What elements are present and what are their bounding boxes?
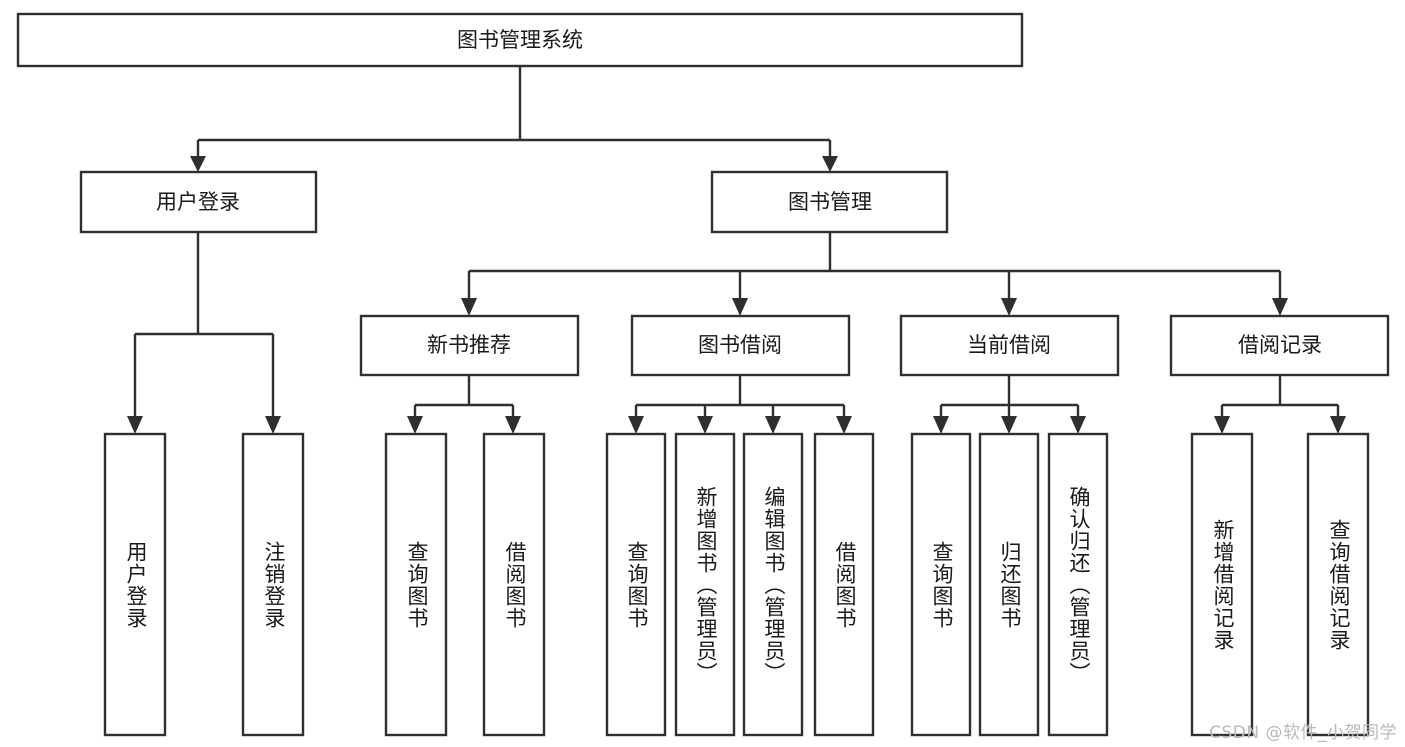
arrow-books-child-3 xyxy=(1001,298,1017,316)
leaf-borrow-3-box[interactable] xyxy=(742,432,804,737)
arrow-root-to-books xyxy=(822,156,838,172)
leaf-borrow-4-label: 借阅图书 xyxy=(833,541,857,629)
leaf-new-book-1-label: 查询图书 xyxy=(405,541,429,629)
node-new-book-recommend-box[interactable] xyxy=(359,314,580,377)
node-book-management-label: 图书管理 xyxy=(788,190,872,214)
node-book-management-box[interactable] xyxy=(710,170,949,234)
arrow-books-child-4 xyxy=(1272,298,1288,316)
node-new-book-recommend[interactable]: 新书推荐 xyxy=(359,314,580,377)
leaf-user-login-2-box[interactable] xyxy=(241,432,305,737)
node-book-borrow-box[interactable] xyxy=(630,314,851,377)
arrow-record-leaf-2 xyxy=(1330,416,1346,434)
leaf-new-book-2[interactable]: 借阅图书 xyxy=(482,432,546,737)
leaf-record-2-label: 查询借阅记录 xyxy=(1327,519,1351,651)
arrow-books-child-2 xyxy=(732,298,748,316)
leaf-borrow-4[interactable]: 借阅图书 xyxy=(813,432,875,737)
arrow-books-child-1 xyxy=(461,298,477,316)
node-root-label: 图书管理系统 xyxy=(457,28,583,52)
arrow-current-leaf-2 xyxy=(1001,416,1017,434)
arrow-newbook-leaf-1 xyxy=(407,416,423,434)
csdn-watermark: CSDN @软件_小贺同学 xyxy=(1209,723,1397,743)
arrow-login-leaf-1 xyxy=(127,416,143,434)
leaf-current-3[interactable]: 确认归还（管理员） xyxy=(1047,432,1109,737)
arrow-login-leaf-2 xyxy=(265,416,281,434)
node-book-borrow[interactable]: 图书借阅 xyxy=(630,314,851,377)
leaf-record-2-box[interactable] xyxy=(1306,432,1370,737)
leaf-user-login-1-label: 用户登录 xyxy=(124,541,148,629)
leaf-user-login-1[interactable]: 用户登录 xyxy=(103,432,167,737)
leaf-borrow-1-box[interactable] xyxy=(605,432,667,737)
leaf-borrow-2-label: 新增图书（管理员） xyxy=(694,486,718,684)
leaf-record-2[interactable]: 查询借阅记录 xyxy=(1306,432,1370,737)
node-borrow-record[interactable]: 借阅记录 xyxy=(1169,314,1390,377)
leaf-user-login-1-box[interactable] xyxy=(103,432,167,737)
node-current-borrow[interactable]: 当前借阅 xyxy=(899,314,1120,377)
leaf-new-book-1-box[interactable] xyxy=(384,432,448,737)
leaf-user-login-2-label: 注销登录 xyxy=(262,541,286,629)
leaf-borrow-4-box[interactable] xyxy=(813,432,875,737)
node-user-login[interactable]: 用户登录 xyxy=(79,170,318,234)
node-current-borrow-box[interactable] xyxy=(899,314,1120,377)
leaf-current-1[interactable]: 查询图书 xyxy=(910,432,972,737)
leaf-current-2[interactable]: 归还图书 xyxy=(978,432,1040,737)
node-book-management[interactable]: 图书管理 xyxy=(710,170,949,234)
leaf-current-2-label: 归还图书 xyxy=(998,541,1022,629)
node-user-login-box[interactable] xyxy=(79,170,318,234)
node-borrow-record-label: 借阅记录 xyxy=(1238,333,1322,357)
leaf-current-1-box[interactable] xyxy=(910,432,972,737)
leaf-user-login-2[interactable]: 注销登录 xyxy=(241,432,305,737)
leaf-borrow-1-label: 查询图书 xyxy=(625,541,649,629)
leaf-borrow-3-label: 编辑图书（管理员） xyxy=(762,486,786,684)
node-borrow-record-box[interactable] xyxy=(1169,314,1390,377)
node-root[interactable]: 图书管理系统 xyxy=(16,12,1024,68)
arrow-newbook-leaf-2 xyxy=(505,416,521,434)
leaf-current-1-label: 查询图书 xyxy=(930,541,954,629)
arrow-record-leaf-1 xyxy=(1214,416,1230,434)
leaf-borrow-3[interactable]: 编辑图书（管理员） xyxy=(742,432,804,737)
leaf-current-2-box[interactable] xyxy=(978,432,1040,737)
leaf-record-1-box[interactable] xyxy=(1190,432,1254,737)
node-root-box[interactable] xyxy=(16,12,1024,68)
leaf-record-1[interactable]: 新增借阅记录 xyxy=(1190,432,1254,737)
node-new-book-recommend-label: 新书推荐 xyxy=(427,333,511,357)
leaf-current-3-box[interactable] xyxy=(1047,432,1109,737)
leaf-new-book-1[interactable]: 查询图书 xyxy=(384,432,448,737)
arrow-borrow-leaf-3 xyxy=(765,416,781,434)
leaf-new-book-2-label: 借阅图书 xyxy=(503,541,527,629)
leaf-borrow-2-box[interactable] xyxy=(674,432,736,737)
node-book-borrow-label: 图书借阅 xyxy=(698,333,782,357)
leaf-borrow-1[interactable]: 查询图书 xyxy=(605,432,667,737)
node-user-login-label: 用户登录 xyxy=(156,190,240,214)
leaf-current-3-label: 确认归还（管理员） xyxy=(1067,486,1091,684)
node-current-borrow-label: 当前借阅 xyxy=(967,333,1051,357)
arrow-current-leaf-3 xyxy=(1070,416,1086,434)
leaf-new-book-2-box[interactable] xyxy=(482,432,546,737)
arrow-borrow-leaf-1 xyxy=(628,416,644,434)
arrow-current-leaf-1 xyxy=(933,416,949,434)
leaf-borrow-2[interactable]: 新增图书（管理员） xyxy=(674,432,736,737)
connector-layer xyxy=(127,66,1346,434)
arrow-borrow-leaf-4 xyxy=(836,416,852,434)
leaf-record-1-label: 新增借阅记录 xyxy=(1211,519,1235,651)
arrow-borrow-leaf-2 xyxy=(697,416,713,434)
arrow-root-to-login xyxy=(190,156,206,172)
